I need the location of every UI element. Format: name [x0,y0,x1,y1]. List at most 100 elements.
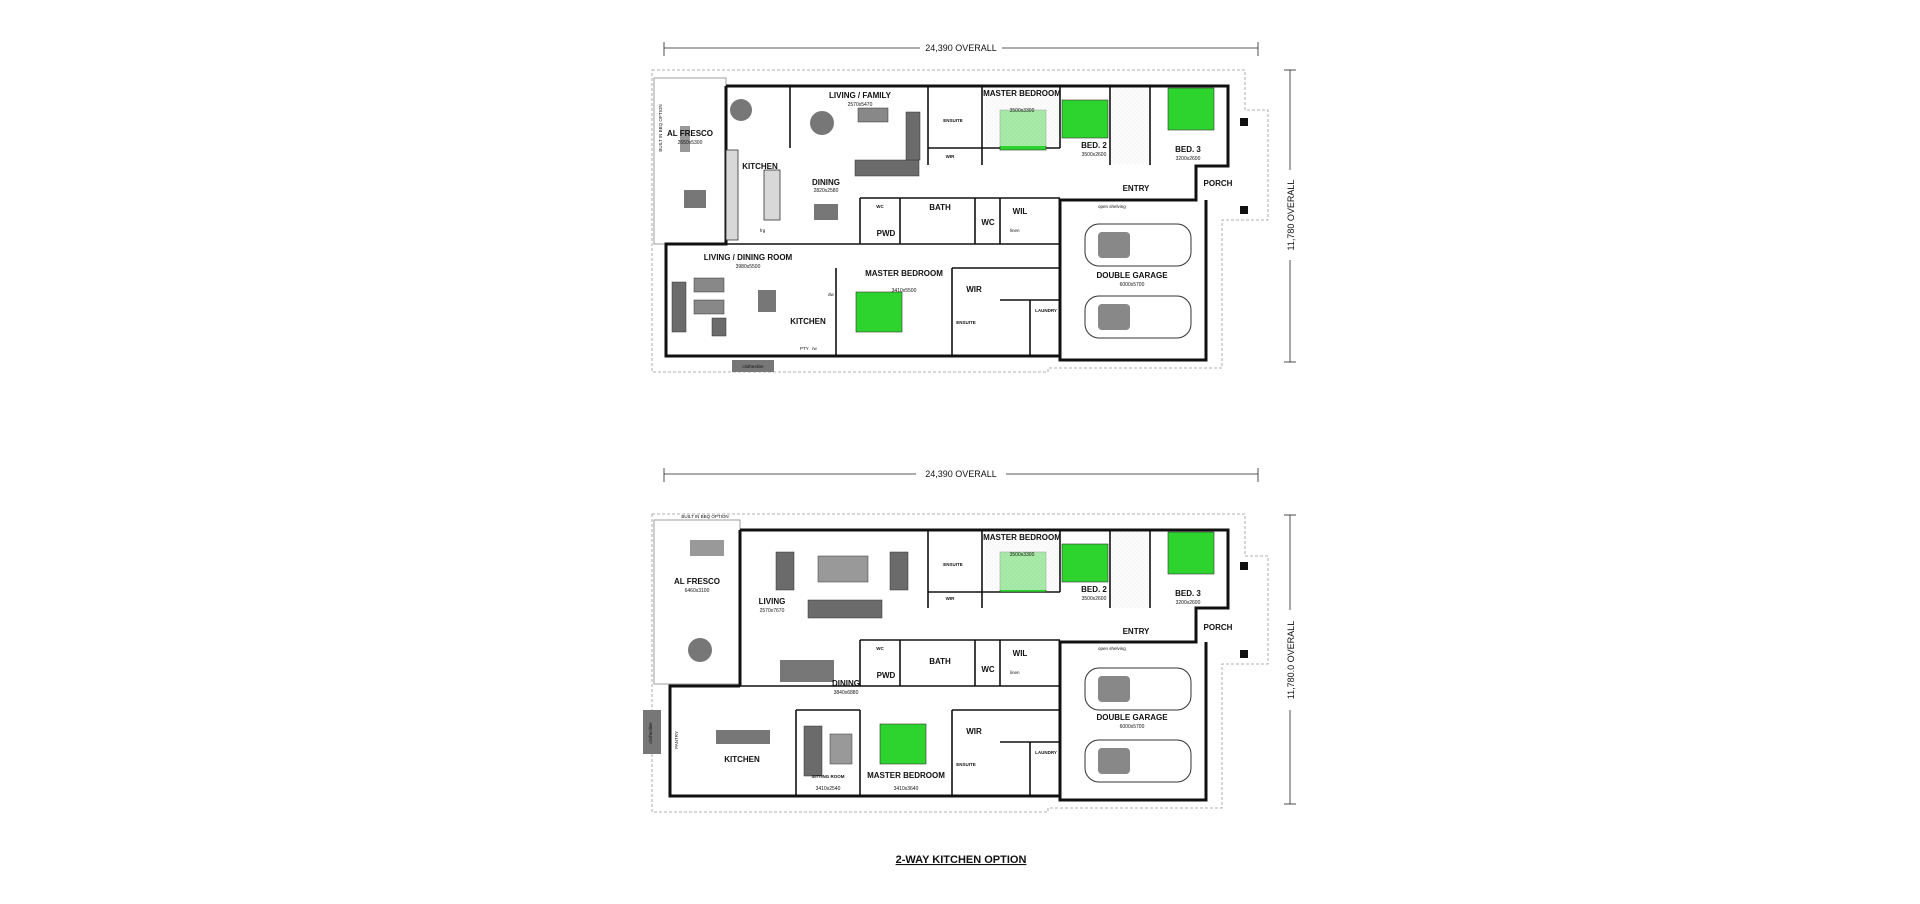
label-wc1-2: WC [876,646,884,651]
alfresco-area [653,77,727,245]
note-clothesline-2: clothesline [648,722,653,744]
dim-garage-2: 6000x5700 [1120,724,1145,730]
label-wir-a-2: WIR [946,596,955,601]
clothesline-pad-2 [643,710,661,754]
label-garage: DOUBLE GARAGE [1096,271,1168,280]
floor-plan-2-way-kitchen: 24,390 OVERALL 11,780.0 OVERALL [643,468,1296,813]
dim-living-dining: 3980x5500 [736,264,761,270]
label-living-family: LIVING / FAMILY [829,91,892,100]
bed3-bed [1167,87,1215,131]
porch-post [1240,206,1248,214]
label-ensuite-b-2: ENSUITE [956,762,976,767]
note-rw: rw [812,346,817,351]
dim-bed3-2: 3200x2600 [1176,600,1201,606]
note-frg: frg [760,228,766,233]
clothesline-pad [732,360,774,372]
label-wc2-2: WC [981,665,995,674]
label-alfresco: AL FRESCO [667,129,713,138]
label-bath-2: BATH [929,657,951,666]
label-entry: ENTRY [1123,184,1150,193]
note-clothesline: clothesline [742,364,764,369]
overall-depth-dimension: 11,780 OVERALL [1284,69,1296,363]
label-master-b-2: MASTER BEDROOM [867,771,945,780]
note-pantry-2: PANTRY [674,731,679,749]
label-ensuite-a-2: ENSUITE [943,562,963,567]
table-group-2 [688,540,834,744]
dim-master-b-2: 3410x3640 [894,786,919,792]
bed3-carpet [1112,88,1148,164]
dim-garage: 6000x5700 [1120,282,1145,288]
label-sitting-2: SITTING ROOM [812,774,845,779]
label-wir-b-2: WIR [966,727,982,736]
label-alfresco-2: AL FRESCO [674,577,720,586]
master-carpet-a [985,88,1059,146]
dim-alfresco: 2650x5300 [678,140,703,146]
label-wir-a: WIR [946,154,955,159]
dim-master-b: 3410x5500 [892,288,917,294]
interior-walls-2 [740,530,1151,796]
room-labels: AL FRESCO 2650x5300 LIVING / FAMILY 2570… [658,89,1233,369]
kitchen-island [763,169,781,221]
dim-living-family: 2570x5470 [848,102,873,108]
dim-bed2-2: 3500x2600 [1082,596,1107,602]
dim-bed3: 3200x2600 [1176,156,1201,162]
dim-dining: 2820x2580 [814,188,839,194]
label-laundry-2: LAUNDRY [1035,750,1057,755]
dim-master-a-2: 3500x3300 [1010,552,1035,558]
label-master-a: MASTER BEDROOM [983,89,1061,98]
overall-depth-label: 11,780 OVERALL [1286,180,1296,251]
living-furniture-2 [775,551,909,777]
label-master-a-2: MASTER BEDROOM [983,533,1061,542]
note-pty: PTY [800,346,809,351]
label-bed2: BED. 2 [1081,141,1107,150]
label-kitchen-2: KITCHEN [724,755,760,764]
label-living-2: LIVING [759,597,786,606]
label-dining-2: DINING [832,679,860,688]
label-dining: DINING [812,178,840,187]
overall-width-dimension-2: 24,390 OVERALL [663,468,1259,482]
dim-dining-2: 3840x6880 [834,690,859,696]
interior-walls [726,86,1151,356]
label-bed2-2: BED. 2 [1081,585,1107,594]
label-kitchen-a: KITCHEN [742,162,778,171]
overall-depth-dimension-2: 11,780.0 OVERALL [1284,514,1296,805]
bed2-bed [1061,99,1109,139]
label-pwd: PWD [877,229,896,238]
label-garage-2: DOUBLE GARAGE [1096,713,1168,722]
master-carpet-a-2 [985,532,1059,590]
label-ensuite-b: ENSUITE [956,320,976,325]
overall-width-label-2: 24,390 OVERALL [925,469,997,479]
label-kitchen-b: KITCHEN [790,317,826,326]
note-linen-2: linen [1010,670,1020,675]
label-laundry: LAUNDRY [1035,308,1057,313]
note-open-shelving-2: open shelving [1098,646,1126,651]
master-bed-b [855,291,903,333]
label-pwd-2: PWD [877,671,896,680]
bed3-bed-2 [1167,531,1215,575]
label-master-b: MASTER BEDROOM [865,269,943,278]
note-bbq: BUILT IN BBQ OPTION [658,104,663,151]
label-wir-b: WIR [966,285,982,294]
living-furniture [671,107,921,337]
exterior-walls-2 [668,528,1230,802]
dim-sitting-2: 3410x2540 [816,786,841,792]
bed3-carpet-2 [1112,532,1148,608]
label-ensuite-a: ENSUITE [943,118,963,123]
porch-post-2 [1240,650,1248,658]
porch-post-2 [1240,562,1248,570]
overall-width-dimension: 24,390 OVERALL [663,42,1259,56]
label-bed3: BED. 3 [1175,145,1201,154]
label-wil: WIL [1013,207,1028,216]
label-wc2: WC [981,218,995,227]
overall-width-label: 24,390 OVERALL [925,43,997,53]
note-dw: dw [828,292,835,297]
garage-cars-2 [1084,667,1192,783]
overall-depth-label-2: 11,780.0 OVERALL [1286,621,1296,699]
room-labels-2: AL FRESCO 6460x3100 LIVING 2570x7670 DIN… [648,514,1233,792]
garage-cars [1084,223,1192,339]
master-bed-b-2 [879,723,927,765]
label-wc1: WC [876,204,884,209]
site-boundary [651,69,1269,373]
note-bbq-2: BUILT IN BBQ OPTION [681,514,728,519]
label-entry-2: ENTRY [1123,627,1150,636]
